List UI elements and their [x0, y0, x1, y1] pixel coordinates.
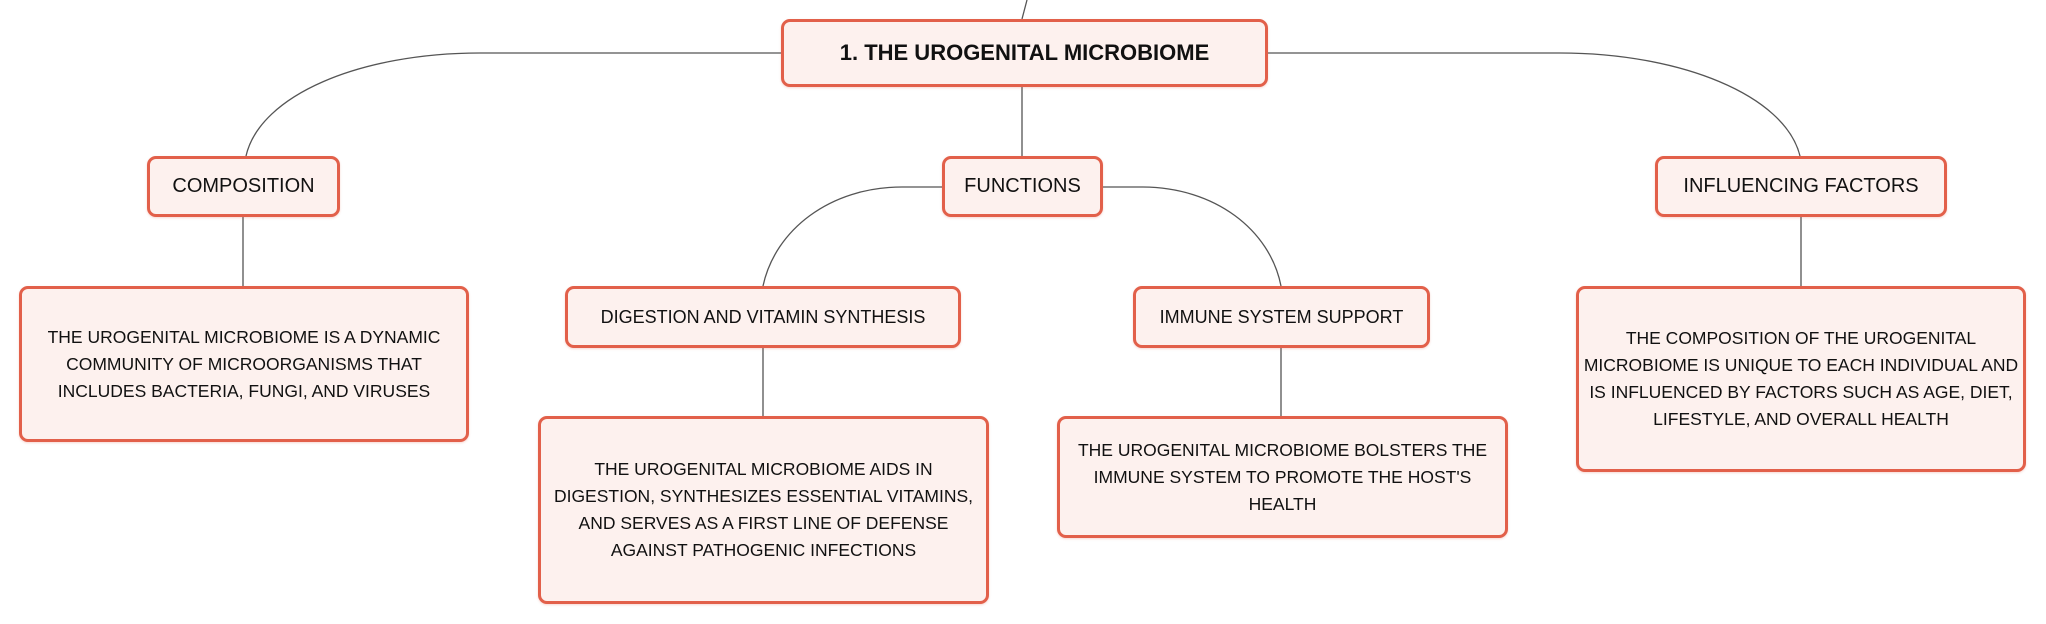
- connector-root-to-influencing-factors: [1268, 52, 1801, 157]
- composition-node-label: COMPOSITION: [172, 175, 315, 197]
- digestion-detail-node[interactable]: THE UROGENITAL MICROBIOME AIDS IN DIGEST…: [538, 416, 989, 604]
- connector-functions-to-immune: [1103, 186, 1282, 287]
- composition-detail-node[interactable]: THE UROGENITAL MICROBIOME IS A DYNAMIC C…: [19, 286, 469, 442]
- influencing-factors-node[interactable]: INFLUENCING FACTORS: [1655, 156, 1947, 217]
- composition-detail-text: THE UROGENITAL MICROBIOME IS A DYNAMIC C…: [47, 326, 441, 401]
- digestion-detail-text: THE UROGENITAL MICROBIOME AIDS IN DIGEST…: [553, 459, 974, 560]
- digestion-vitamin-node-label: DIGESTION AND VITAMIN SYNTHESIS: [600, 306, 926, 327]
- connector-parent-to-root: [1021, 0, 1028, 20]
- root-node[interactable]: 1. THE UROGENITAL MICROBIOME: [781, 19, 1268, 87]
- functions-node[interactable]: FUNCTIONS: [942, 156, 1103, 217]
- influencing-factors-detail-node[interactable]: THE COMPOSITION OF THE UROGENITAL MICROB…: [1576, 286, 2026, 472]
- influencing-factors-detail-text: THE COMPOSITION OF THE UROGENITAL MICROB…: [1583, 328, 2019, 429]
- immune-support-node[interactable]: IMMUNE SYSTEM SUPPORT: [1133, 286, 1430, 348]
- functions-node-label: FUNCTIONS: [964, 175, 1081, 197]
- digestion-vitamin-node[interactable]: DIGESTION AND VITAMIN SYNTHESIS: [565, 286, 961, 348]
- connector-root-to-composition: [245, 52, 781, 157]
- immune-detail-node[interactable]: THE UROGENITAL MICROBIOME BOLSTERS THE I…: [1057, 416, 1508, 538]
- immune-support-node-label: IMMUNE SYSTEM SUPPORT: [1159, 306, 1404, 327]
- influencing-factors-node-label: INFLUENCING FACTORS: [1683, 175, 1919, 197]
- connector-functions-to-digestion: [762, 186, 942, 287]
- immune-detail-text: THE UROGENITAL MICROBIOME BOLSTERS THE I…: [1077, 439, 1488, 514]
- composition-node[interactable]: COMPOSITION: [147, 156, 340, 217]
- root-node-label: 1. THE UROGENITAL MICROBIOME: [839, 40, 1210, 65]
